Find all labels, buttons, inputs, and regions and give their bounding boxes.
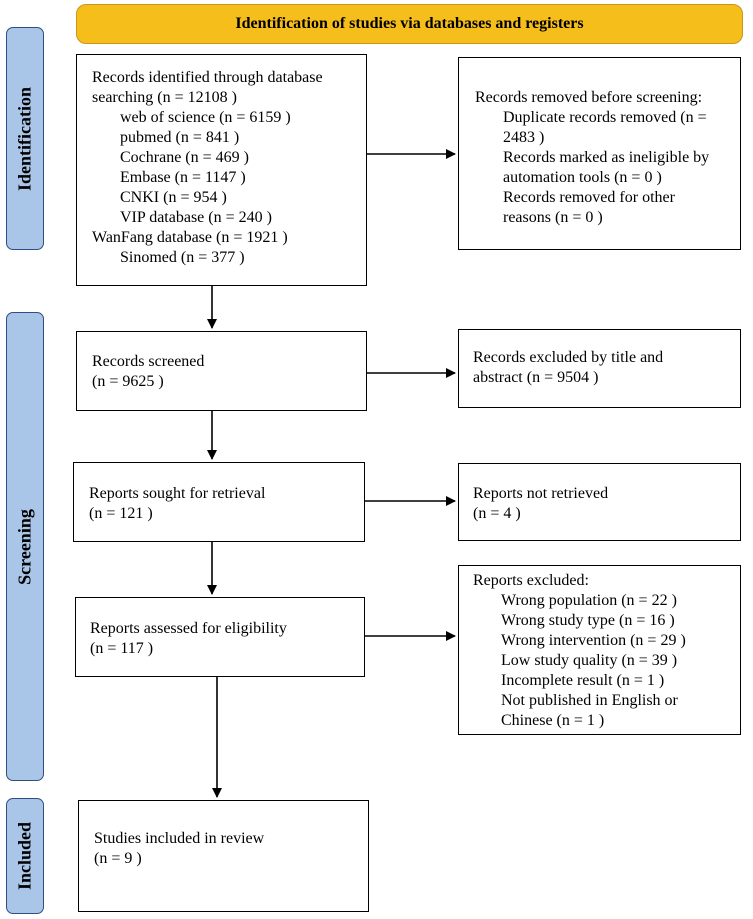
box-line: Records removed for other xyxy=(503,189,675,206)
reports-excluded-box: Reports excluded: Wrong population (n = … xyxy=(458,565,741,735)
box-line: Low study quality (n = 39 ) xyxy=(501,652,678,669)
box-line: 2483 ) xyxy=(503,129,545,146)
box-line: Reports not retrieved xyxy=(473,485,609,502)
phase-identification: Identification xyxy=(6,27,44,250)
records-removed-box: Records removed before screening: Duplic… xyxy=(458,57,741,250)
reports-not-retrieved-box: Reports not retrieved (n = 4 ) xyxy=(458,463,741,541)
box-line: automation tools (n = 0 ) xyxy=(503,169,662,186)
box-line: Wrong population (n = 22 ) xyxy=(501,592,677,609)
header-banner: Identification of studies via databases … xyxy=(76,4,743,44)
box-line: Records excluded by title and xyxy=(473,349,664,366)
box-line: Studies included in review xyxy=(94,830,265,847)
box-line: (n = 4 ) xyxy=(473,505,521,522)
box-line: pubmed (n = 841 ) xyxy=(120,129,240,146)
records-identified-box: Records identified through database sear… xyxy=(76,54,367,286)
box-line: Wrong study type (n = 16 ) xyxy=(501,612,675,629)
box-line: abstract (n = 9504 ) xyxy=(473,369,599,386)
box-line: WanFang database (n = 1921 ) xyxy=(92,229,288,246)
records-excluded-box: Records excluded by title and abstract (… xyxy=(458,329,741,408)
box-line: Not published in English or xyxy=(501,692,678,709)
phase-screening: Screening xyxy=(6,312,44,781)
box-line: searching (n = 12108 ) xyxy=(92,89,237,106)
box-line: Records identified through database xyxy=(92,69,323,86)
box-line: (n = 9 ) xyxy=(94,850,142,867)
box-line: Reports sought for retrieval xyxy=(89,485,266,502)
box-line: Duplicate records removed (n = xyxy=(503,109,707,126)
box-line: CNKI (n = 954 ) xyxy=(120,189,227,206)
reports-assessed-box: Reports assessed for eligibility (n = 11… xyxy=(75,597,365,677)
box-line: Incomplete result (n = 1 ) xyxy=(501,672,665,689)
box-line: Records screened xyxy=(92,353,205,370)
phase-included: Included xyxy=(6,798,44,914)
box-line: VIP database (n = 240 ) xyxy=(120,209,272,226)
box-line: web of science (n = 6159 ) xyxy=(120,109,291,126)
header-title: Identification of studies via databases … xyxy=(235,15,584,32)
box-line: Reports excluded: xyxy=(473,572,589,589)
box-line: Records removed before screening: xyxy=(475,89,703,106)
box-line: (n = 9625 ) xyxy=(92,373,164,390)
box-line: (n = 121 ) xyxy=(89,505,153,522)
box-line: Sinomed (n = 377 ) xyxy=(120,249,245,266)
box-line: Embase (n = 1147 ) xyxy=(120,169,246,186)
records-screened-box: Records screened (n = 9625 ) xyxy=(76,331,367,411)
reports-sought-box: Reports sought for retrieval (n = 121 ) xyxy=(73,462,365,542)
box-line: Reports assessed for eligibility xyxy=(90,620,287,637)
box-line: Cochrane (n = 469 ) xyxy=(120,149,249,166)
box-line: Chinese (n = 1 ) xyxy=(501,712,605,729)
box-line: Records marked as ineligible by xyxy=(503,149,710,166)
box-line: reasons (n = 0 ) xyxy=(503,209,603,226)
box-line: (n = 117 ) xyxy=(90,640,154,657)
box-line: Wrong intervention (n = 29 ) xyxy=(501,632,686,649)
studies-included-box: Studies included in review (n = 9 ) xyxy=(78,800,369,912)
